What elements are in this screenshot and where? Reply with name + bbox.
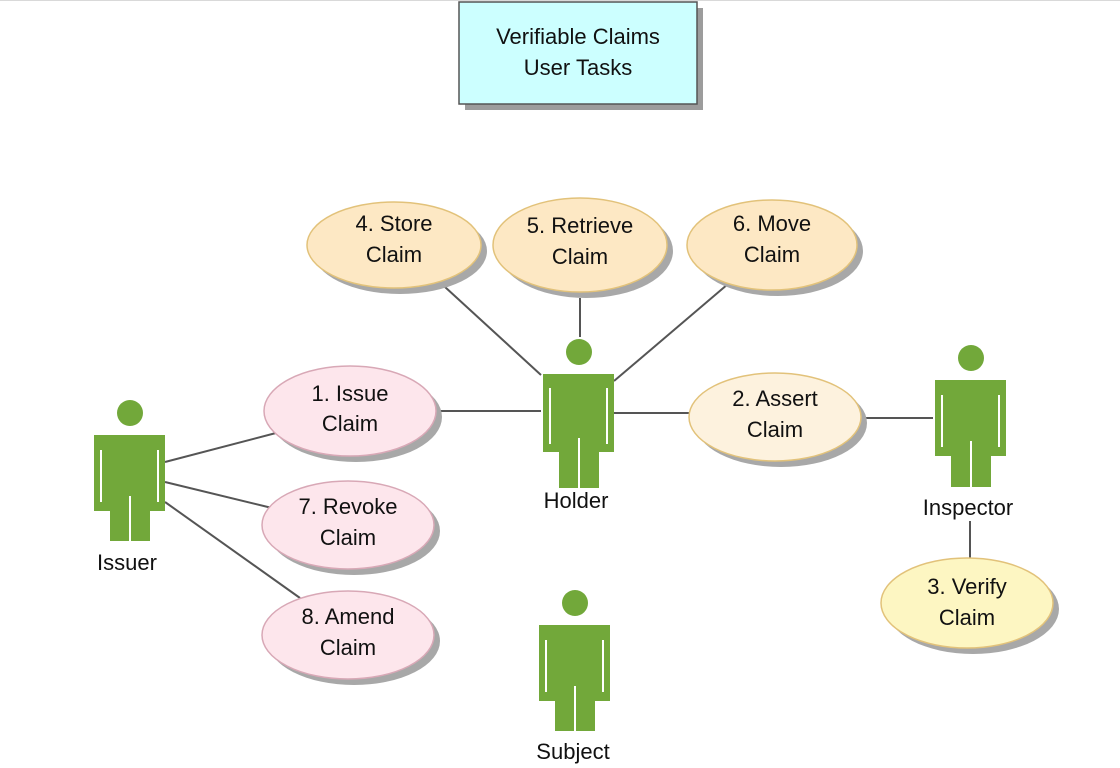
actor-figure-highlights bbox=[545, 640, 604, 731]
use-case-verify-claim[interactable]: 3. Verify Claim bbox=[880, 557, 1059, 654]
use-case-store-claim[interactable]: 4. Store Claim bbox=[306, 201, 487, 294]
person-icon bbox=[543, 339, 614, 488]
actor-inspector[interactable]: Inspector bbox=[923, 345, 1014, 520]
association-store-holder bbox=[444, 286, 542, 376]
use-case-label-line-2: Claim bbox=[322, 411, 378, 436]
title-box: Verifiable Claims User Tasks bbox=[458, 1, 703, 110]
use-case-ellipse bbox=[306, 201, 482, 289]
person-icon bbox=[94, 400, 165, 541]
use-case-move-claim[interactable]: 6. Move Claim bbox=[686, 199, 863, 296]
use-case-label-line-1: 4. Store bbox=[355, 211, 432, 236]
use-case-ellipse bbox=[492, 197, 668, 293]
use-case-revoke-claim[interactable]: 7. Revoke Claim bbox=[261, 480, 440, 575]
person-icon bbox=[539, 590, 610, 731]
use-case-label-line-1: 2. Assert bbox=[732, 386, 818, 411]
use-case-label-line-2: Claim bbox=[744, 242, 800, 267]
use-case-label-line-2: Claim bbox=[939, 605, 995, 630]
use-case-ellipse bbox=[880, 557, 1054, 649]
association-issuer-amend bbox=[164, 501, 301, 599]
use-case-label-line-1: 1. Issue bbox=[311, 381, 388, 406]
use-case-label-line-2: Claim bbox=[366, 242, 422, 267]
actor-holder[interactable]: Holder bbox=[543, 339, 614, 513]
actor-figure-highlights bbox=[100, 450, 159, 541]
actor-figure-highlights bbox=[941, 395, 1000, 487]
use-case-ellipse bbox=[261, 590, 435, 680]
actor-label: Issuer bbox=[97, 550, 157, 575]
actor-label: Inspector bbox=[923, 495, 1014, 520]
use-case-label-line-2: Claim bbox=[747, 417, 803, 442]
use-case-label-line-1: 3. Verify bbox=[927, 574, 1006, 599]
use-case-ellipse bbox=[686, 199, 858, 291]
use-case-ellipse bbox=[688, 372, 862, 462]
actor-label: Holder bbox=[544, 488, 609, 513]
associations bbox=[164, 283, 971, 599]
actor-issuer[interactable]: Issuer bbox=[94, 400, 165, 575]
use-case-amend-claim[interactable]: 8. Amend Claim bbox=[261, 590, 440, 685]
title-line-1: Verifiable Claims bbox=[496, 24, 660, 49]
association-move-holder bbox=[613, 283, 729, 382]
use-case-label-line-1: 7. Revoke bbox=[298, 494, 397, 519]
actor-subject[interactable]: Subject bbox=[536, 590, 610, 764]
use-case-assert-claim[interactable]: 2. Assert Claim bbox=[688, 372, 867, 467]
use-case-label-line-2: Claim bbox=[552, 244, 608, 269]
title-line-2: User Tasks bbox=[524, 55, 632, 80]
use-case-retrieve-claim[interactable]: 5. Retrieve Claim bbox=[492, 197, 673, 298]
use-case-label-line-1: 5. Retrieve bbox=[527, 213, 633, 238]
association-issuer-revoke bbox=[164, 481, 273, 509]
use-case-label-line-2: Claim bbox=[320, 635, 376, 660]
use-case-label-line-1: 6. Move bbox=[733, 211, 811, 236]
person-icon bbox=[935, 345, 1006, 487]
use-case-label-line-1: 8. Amend bbox=[302, 604, 395, 629]
association-issuer-issue bbox=[164, 432, 277, 463]
title-background bbox=[458, 1, 698, 105]
use-case-issue-claim[interactable]: 1. Issue Claim bbox=[263, 365, 442, 462]
use-case-ellipse bbox=[263, 365, 437, 457]
top-border bbox=[0, 0, 1120, 1]
actor-figure-highlights bbox=[549, 388, 608, 488]
use-case-ellipse bbox=[261, 480, 435, 570]
use-case-label-line-2: Claim bbox=[320, 525, 376, 550]
actor-label: Subject bbox=[536, 739, 609, 764]
